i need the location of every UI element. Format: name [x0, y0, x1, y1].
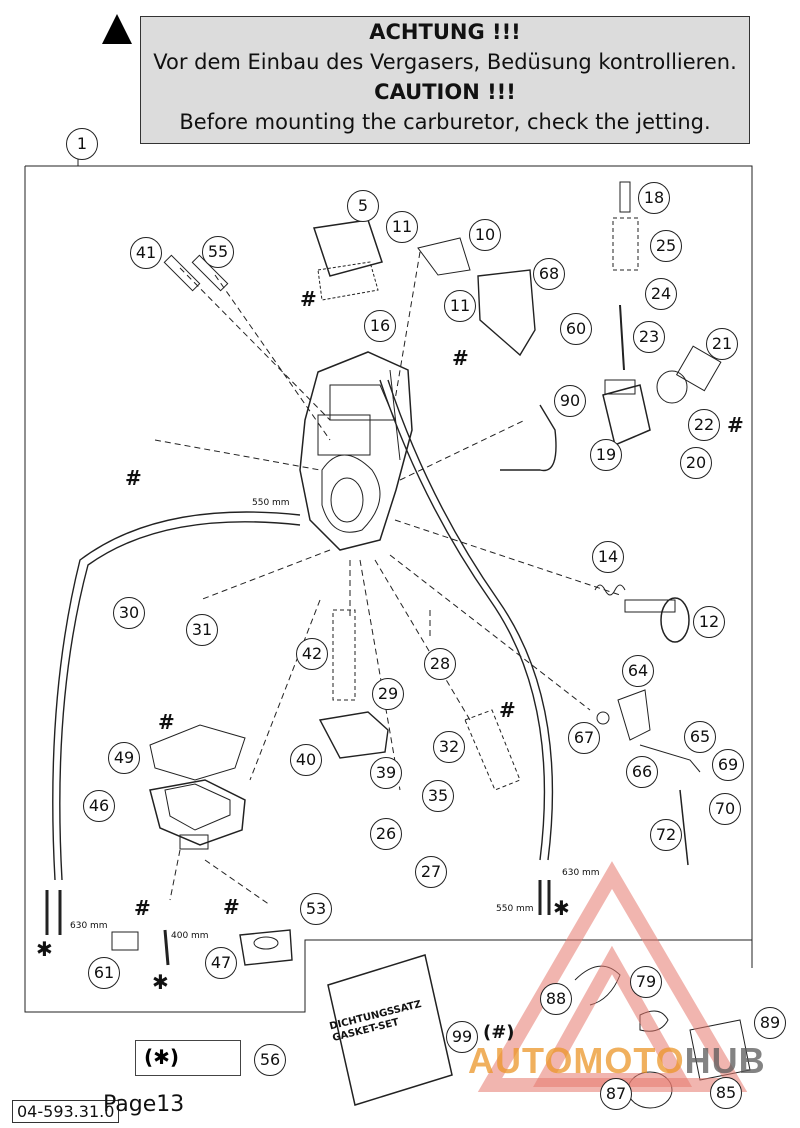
callout-40: 40 — [290, 744, 322, 776]
callout-72: 72 — [650, 819, 682, 851]
caution-text-en: Before mounting the carburetor, check th… — [179, 110, 711, 134]
callout-55: 55 — [202, 236, 234, 268]
callout-69: 69 — [712, 749, 744, 781]
callout-18: 18 — [638, 182, 670, 214]
callout-25: 25 — [650, 230, 682, 262]
callout-31: 31 — [186, 614, 218, 646]
assembly-frame-bottom — [24, 166, 752, 1013]
hash-mark: # — [452, 346, 469, 370]
hash-mark: # — [125, 466, 142, 490]
callout-41: 41 — [130, 237, 162, 269]
callout-27: 27 — [415, 856, 447, 888]
small-parts-box: (✱) — [135, 1040, 241, 1076]
page-label: Page13 — [103, 1092, 185, 1117]
warning-triangle-icon — [102, 14, 132, 44]
callout-56: 56 — [254, 1044, 286, 1076]
hash-mark: # — [300, 287, 317, 311]
callout-35: 35 — [422, 780, 454, 812]
callout-70: 70 — [709, 793, 741, 825]
callout-67: 67 — [568, 722, 600, 754]
callout-39: 39 — [370, 757, 402, 789]
callout-60: 60 — [560, 313, 592, 345]
hash-mark: # — [158, 710, 175, 734]
callout-68: 68 — [533, 258, 565, 290]
callout-16: 16 — [364, 310, 396, 342]
callout-24: 24 — [645, 278, 677, 310]
star-mark: ✱ — [152, 970, 169, 994]
hash-group-mark: (#) — [483, 1022, 515, 1043]
callout-85: 85 — [710, 1077, 742, 1109]
callout-30: 30 — [113, 597, 145, 629]
callout-47: 47 — [205, 947, 237, 979]
callout-28: 28 — [424, 648, 456, 680]
assembly-frame-top — [77, 150, 753, 968]
watermark-text-2: HUB — [684, 1040, 766, 1081]
callout-53: 53 — [300, 893, 332, 925]
star-mark: ✱ — [36, 937, 53, 961]
hash-mark: # — [727, 413, 744, 437]
caution-text-de: Vor dem Einbau des Vergasers, Bedüsung k… — [153, 50, 737, 74]
callout-5: 5 — [347, 190, 379, 222]
callout-14: 14 — [592, 541, 624, 573]
length-label-630-left: 630 mm — [70, 921, 108, 931]
callout-29: 29 — [372, 678, 404, 710]
callout-90: 90 — [554, 385, 586, 417]
hash-mark: # — [223, 895, 240, 919]
length-label-400: 400 mm — [171, 931, 209, 941]
document-number: 04-593.31.0 — [12, 1100, 120, 1123]
length-label-550-upper: 550 mm — [252, 498, 290, 508]
star-group-mark: (✱) — [144, 1045, 180, 1069]
callout-66: 66 — [626, 756, 658, 788]
caution-heading-en: CAUTION !!! — [374, 80, 516, 104]
callout-11-lower: 11 — [444, 290, 476, 322]
hash-mark: # — [499, 698, 516, 722]
callout-1: 1 — [66, 128, 98, 160]
callout-49: 49 — [108, 742, 140, 774]
hash-mark: # — [134, 896, 151, 920]
callout-10: 10 — [469, 219, 501, 251]
length-label-630-right: 630 mm — [562, 868, 600, 878]
callout-21: 21 — [706, 328, 738, 360]
watermark-logo: AUTOMOTOHUB — [468, 1040, 766, 1082]
callout-61: 61 — [88, 957, 120, 989]
callout-12: 12 — [693, 606, 725, 638]
callout-22: 22 — [688, 409, 720, 441]
star-mark: ✱ — [553, 896, 570, 920]
callout-64: 64 — [622, 655, 654, 687]
callout-89: 89 — [754, 1007, 786, 1039]
callout-32: 32 — [433, 731, 465, 763]
caution-notice: ACHTUNG !!! Vor dem Einbau des Vergasers… — [140, 16, 750, 144]
callout-99: 99 — [446, 1021, 478, 1053]
caution-heading-de: ACHTUNG !!! — [369, 20, 521, 44]
callout-42: 42 — [296, 638, 328, 670]
callout-87: 87 — [600, 1078, 632, 1110]
callout-26: 26 — [370, 818, 402, 850]
callout-20: 20 — [680, 447, 712, 479]
length-label-550-right: 550 mm — [496, 904, 534, 914]
callout-46: 46 — [83, 790, 115, 822]
callout-11-upper: 11 — [386, 211, 418, 243]
watermark-text-1: AUTOMOTO — [468, 1040, 685, 1081]
callout-23: 23 — [633, 321, 665, 353]
callout-19: 19 — [590, 439, 622, 471]
callout-79: 79 — [630, 966, 662, 998]
callout-88: 88 — [540, 983, 572, 1015]
callout-65: 65 — [684, 721, 716, 753]
